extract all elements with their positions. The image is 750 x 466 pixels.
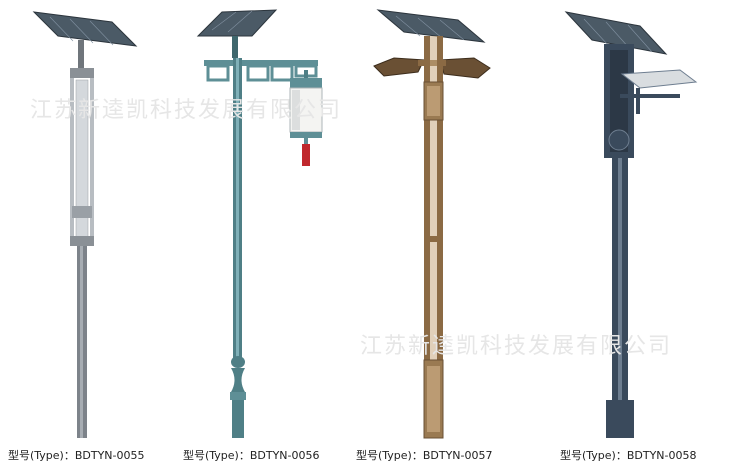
product-caption: 型号(Type)：BDTYN-0055 [8, 449, 145, 462]
company-watermark: 江苏新逵凯科技发展有限公司 [360, 334, 673, 359]
company-watermark: 江苏新逵凯科技发展有限公司 [30, 98, 343, 123]
lantern [289, 70, 323, 166]
decorative-arm [204, 60, 318, 82]
product-caption: 型号(Type)：BDTYN-0056 [183, 449, 320, 462]
solar-panel [32, 11, 138, 47]
solar-panel [376, 9, 486, 43]
product-caption: 型号(Type)：BDTYN-0057 [356, 449, 493, 462]
tassel [302, 144, 310, 166]
light-fixture [620, 69, 698, 114]
product-caption: 型号(Type)：BDTYN-0058 [560, 449, 697, 462]
